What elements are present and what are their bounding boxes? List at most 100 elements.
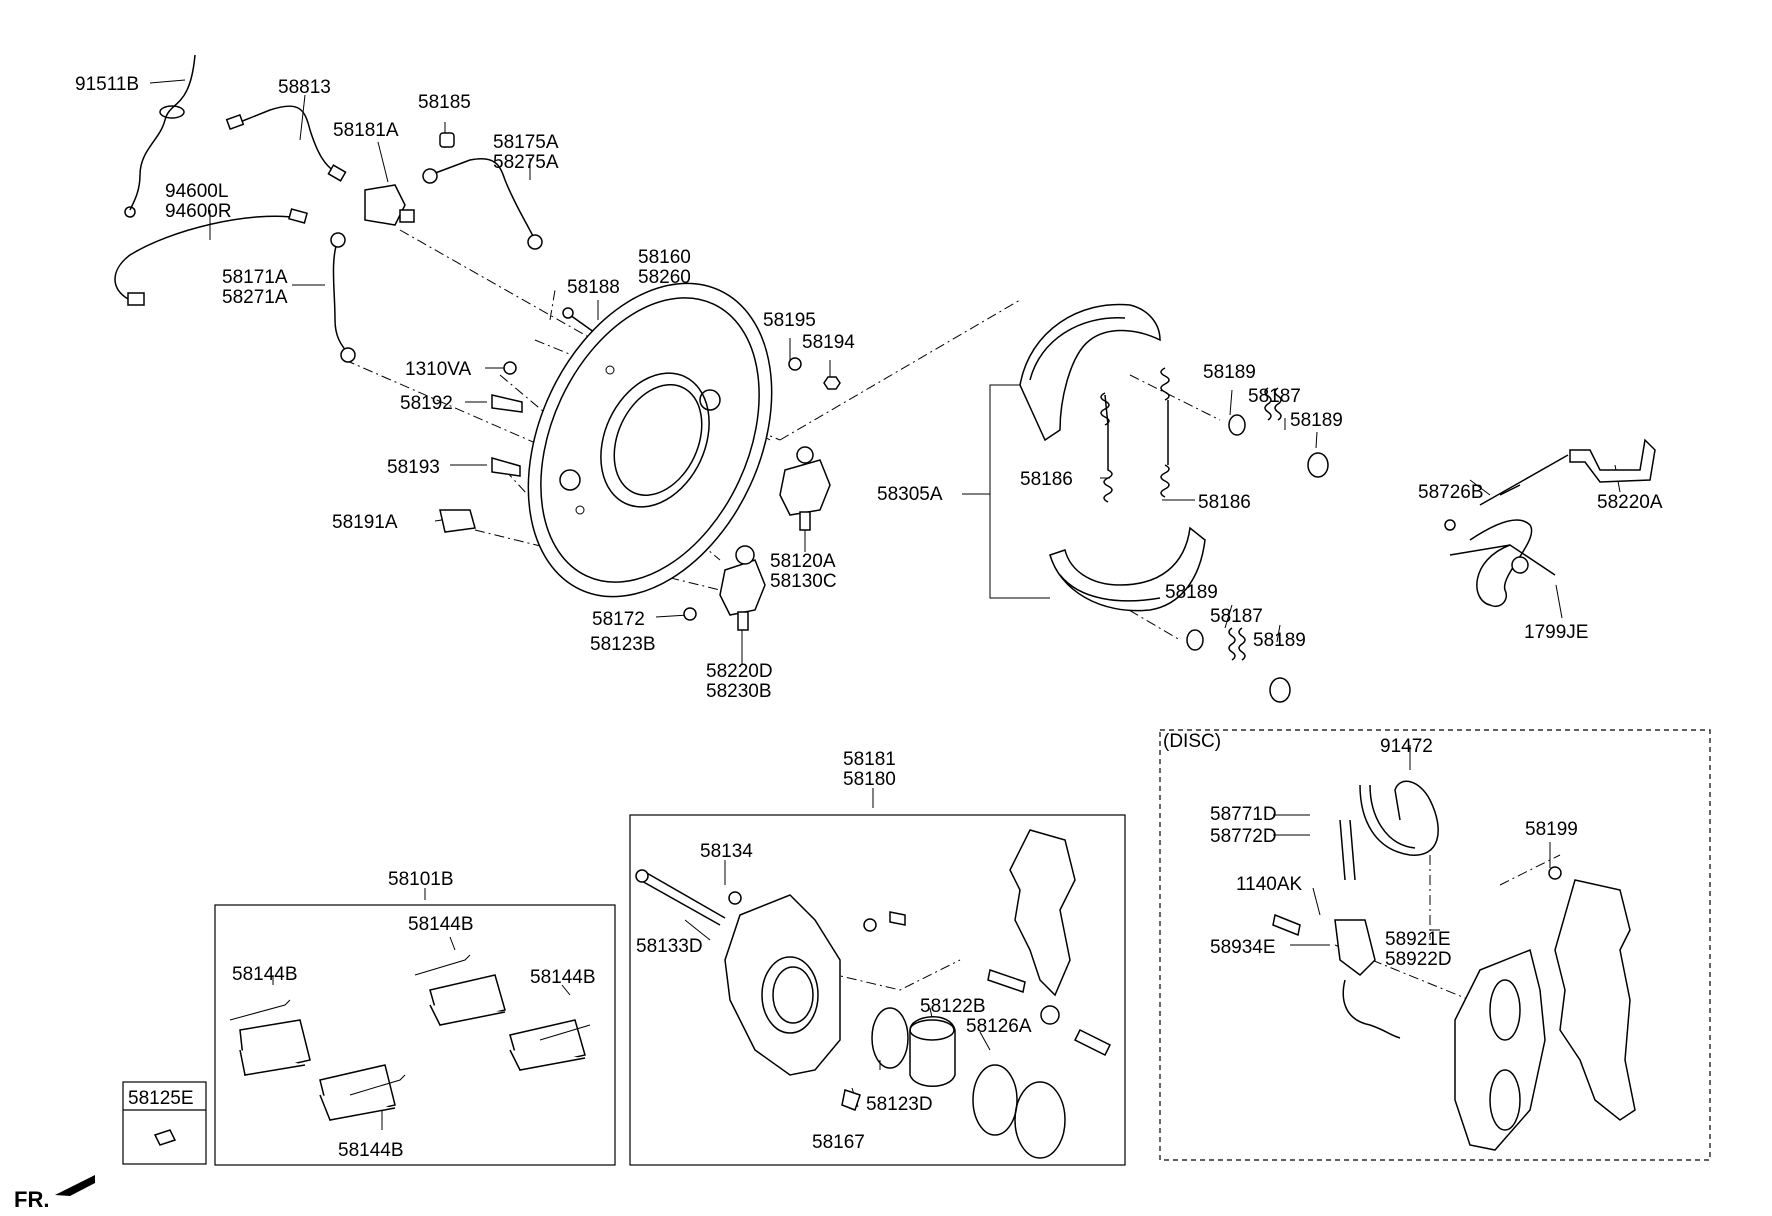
wheel-cylinder-58120A [779,459,831,516]
label-58194: 58194 [802,332,855,353]
disc-box [1159,729,1711,1161]
box-disc [1159,729,1711,1161]
wheel-cylinders [683,446,831,631]
disc-caliper [1454,948,1546,1151]
label-58144B-right: 58144B [530,967,596,988]
label-58189-2: 58189 [1290,410,1343,431]
spring-58186-a [1100,392,1113,503]
label-58271A: 58271A [222,287,288,308]
brake-line-58175A [429,158,536,241]
box-58101B [214,904,616,1166]
caliper-body [724,894,841,1076]
label-58144B-bottom: 58144B [338,1140,404,1161]
hardware-top [364,132,841,533]
clip-58191A [439,509,476,533]
label-58192: 58192 [400,393,453,414]
label-58185: 58185 [418,92,471,113]
brake-shoe-upper [1019,303,1161,442]
label-58186-left: 58186 [1020,469,1073,490]
label-58187-lower: 58187 [1210,606,1263,627]
wheel-cylinder-58220D [719,559,766,616]
label-58305A: 58305A [877,484,943,505]
label-1140AK: 1140AK [1236,874,1303,895]
wire-harness [129,54,196,211]
label-58220D: 58220D [706,661,773,682]
label-58191A: 58191A [332,512,398,533]
backing-plate [527,282,773,598]
label-58199: 58199 [1525,819,1578,840]
label-disc: (DISC) [1163,731,1221,752]
hose-91472 [1359,780,1439,856]
label-58171A: 58171A [222,267,288,288]
label-58275A: 58275A [493,152,559,173]
label-58922D: 58922D [1385,949,1452,970]
label-58180: 58180 [843,769,896,790]
label-58101B: 58101B [388,869,454,890]
label-58144B-top: 58144B [408,914,474,935]
brake-lines [114,54,543,363]
label-58726B: 58726B [1418,482,1484,503]
label-58134: 58134 [700,841,753,862]
seal-58123D [871,1007,909,1069]
brake-shoes [1019,303,1329,703]
label-1799JE: 1799JE [1524,622,1588,643]
caliper-box [629,814,1126,1166]
label-58181: 58181 [843,749,896,770]
label-58187-upper: 58187 [1248,386,1301,407]
label-58186-right: 58186 [1198,492,1251,513]
parking-cable [1444,438,1656,607]
label-58195: 58195 [763,310,816,331]
label-91511B: 91511B [75,74,139,95]
label-58921E: 58921E [1385,929,1451,950]
label-58120A: 58120A [770,551,836,572]
label-58934E: 58934E [1210,937,1276,958]
piston-58122B [909,1016,956,1087]
brake-line-58171A [332,239,351,356]
label-94600R: 94600R [165,201,232,222]
label-1310VA: 1310VA [405,359,472,380]
label-58189-3: 58189 [1165,582,1218,603]
label-58144B-left: 58144B [232,964,298,985]
part-labels: 91511B 58813 58185 58181A 58175A 58275A … [14,74,1663,1212]
assembly-lines [344,229,1561,1001]
bolt-58192 [491,394,523,413]
label-58167: 58167 [812,1132,865,1153]
leader-lines [149,79,1621,1130]
cable-loop [1469,519,1533,607]
label-58172: 58172 [592,609,645,630]
label-58122B: 58122B [920,996,986,1017]
bolt-58193 [491,457,521,477]
brake-line-58813 [239,105,336,173]
label-58181A: 58181A [333,120,399,141]
nut-58185 [439,132,455,148]
label-58123D: 58123D [866,1094,933,1115]
label-58189-1: 58189 [1203,362,1256,383]
label-58193: 58193 [387,457,440,478]
label-58260: 58260 [638,267,691,288]
label-58188: 58188 [567,277,620,298]
label-58220A: 58220A [1597,492,1663,513]
box-58125E [122,1081,207,1165]
label-58772D: 58772D [1210,826,1277,847]
brake-line-58921E [1342,979,1401,1039]
bracket-58934E [1334,919,1376,976]
label-fr: FR. [14,1187,49,1211]
label-58130C: 58130C [770,571,837,592]
label-58230B: 58230B [706,681,772,702]
sensor-wire [114,215,301,301]
label-94600L: 94600L [165,181,228,202]
bracket-58220A [1569,438,1656,483]
caliper-bracket [1009,829,1076,997]
disc-bracket [1554,879,1636,1121]
label-58771D: 58771D [1210,804,1277,825]
label-91472: 91472 [1380,736,1433,757]
brake-shoe-lower [1049,526,1206,612]
label-58813: 58813 [278,77,331,98]
front-arrow-icon [55,1175,95,1196]
box-58181 [629,814,1126,1166]
spring-58186-b [1160,367,1170,498]
label-58189-4: 58189 [1253,630,1306,651]
label-58126A: 58126A [966,1016,1032,1037]
label-58133D: 58133D [636,936,703,957]
